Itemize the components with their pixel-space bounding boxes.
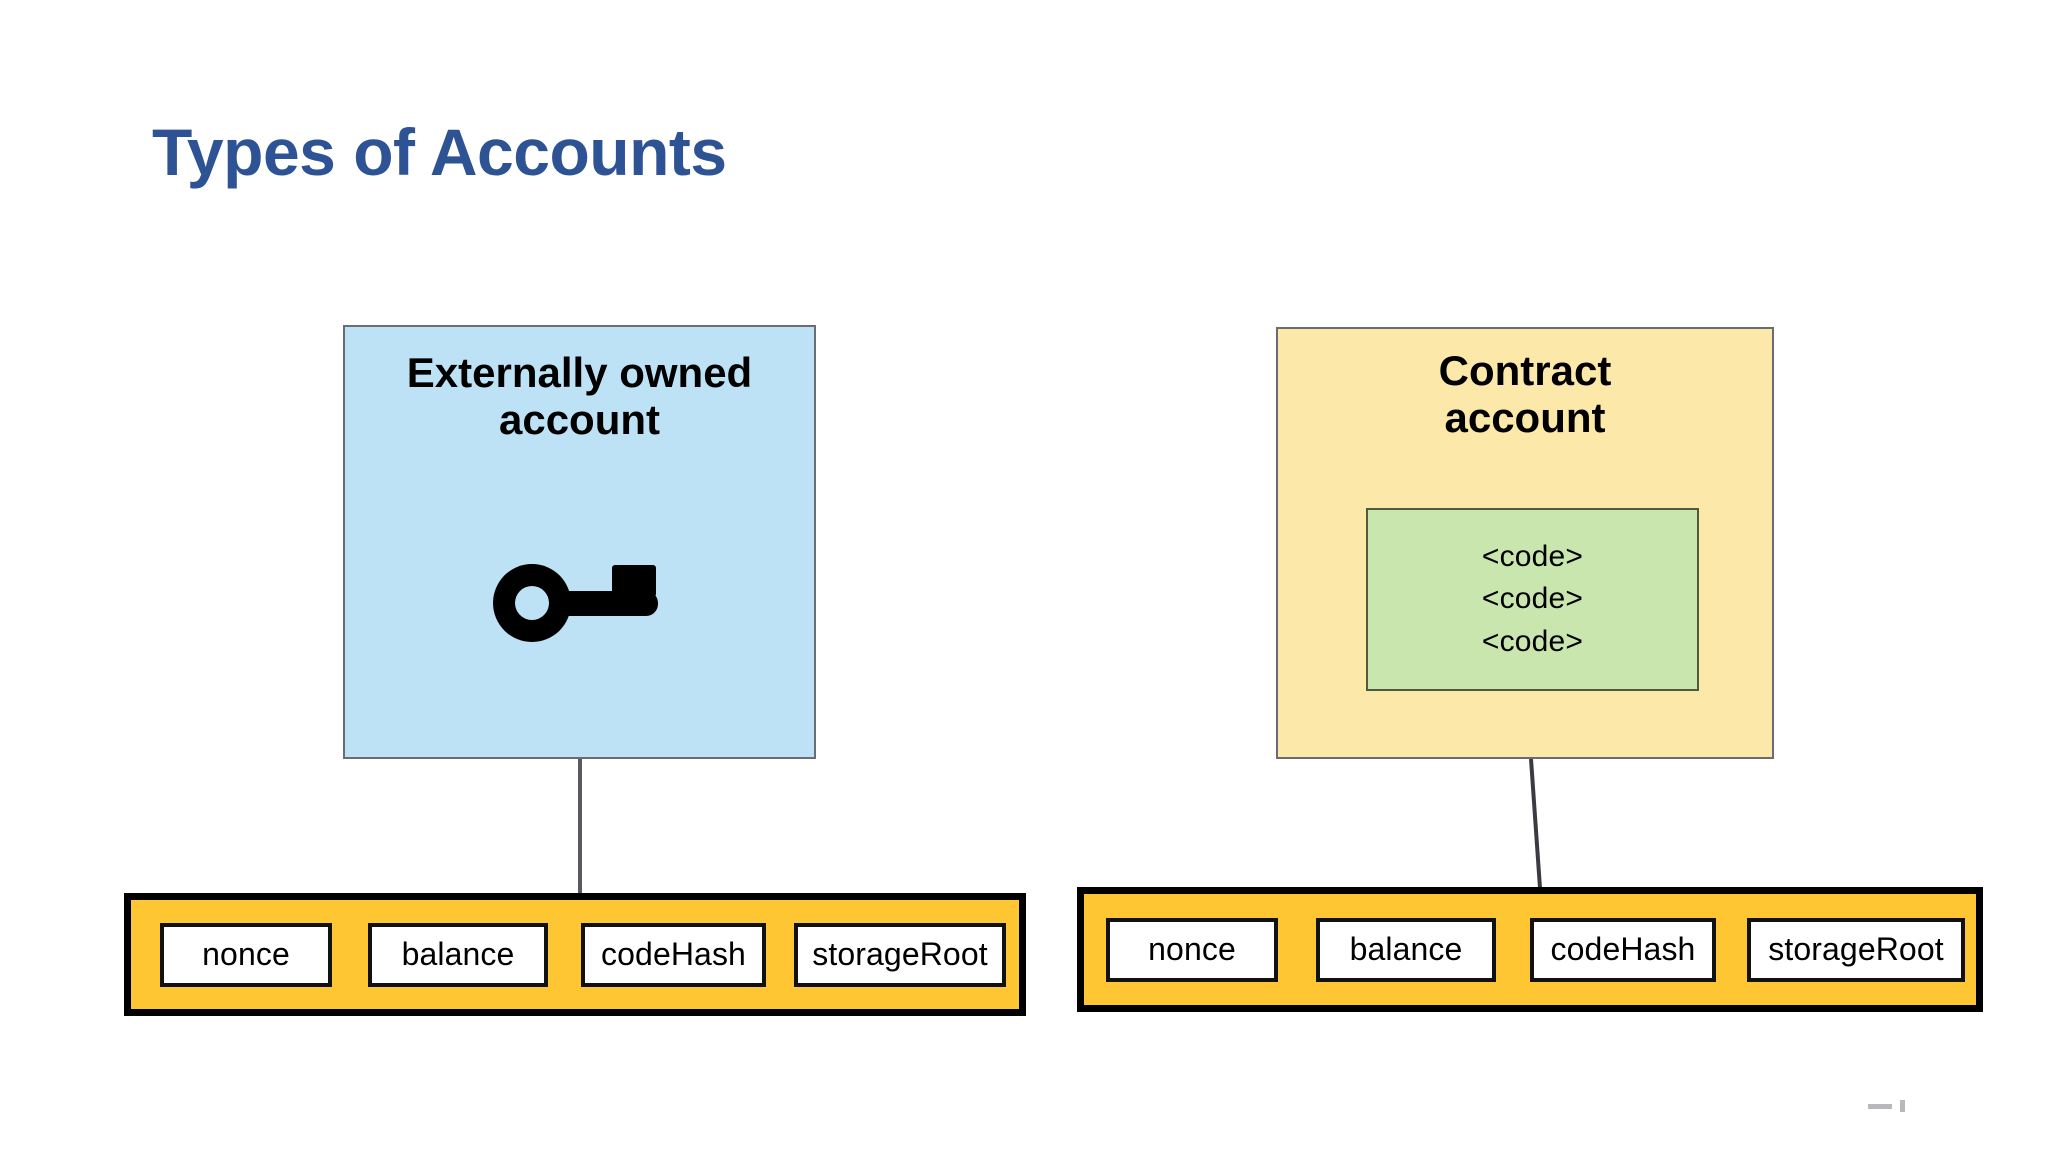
field-label: nonce bbox=[1148, 931, 1236, 967]
field-box-codehash[interactable]: codeHash bbox=[581, 922, 766, 987]
field-box-nonce[interactable]: nonce bbox=[160, 922, 332, 987]
field-label: balance bbox=[401, 936, 515, 972]
contract-account-card: Contract account <code> <code> <code> bbox=[1276, 327, 1774, 759]
eoa-card-title: Externally owned account bbox=[364, 349, 795, 443]
field-box-storageroot[interactable]: storageRoot bbox=[1747, 917, 1965, 982]
field-box-balance[interactable]: balance bbox=[368, 922, 548, 987]
field-label: storageRoot bbox=[1768, 931, 1944, 967]
key-icon-container bbox=[345, 559, 814, 647]
field-label: codeHash bbox=[1550, 931, 1696, 967]
field-label: balance bbox=[1349, 931, 1463, 967]
page-title: Types of Accounts bbox=[152, 115, 727, 189]
page-artifact-mark bbox=[1868, 1104, 1892, 1109]
eoa-card-title-line2: account bbox=[498, 396, 661, 444]
key-icon bbox=[492, 564, 658, 642]
contract-card-title-line1: Contract bbox=[1438, 347, 1612, 394]
code-line: <code> bbox=[1481, 624, 1584, 658]
contract-connector-line bbox=[1529, 758, 1542, 889]
field-box-codehash[interactable]: codeHash bbox=[1530, 917, 1716, 982]
contract-card-title-line2: account bbox=[1444, 394, 1606, 442]
field-label: nonce bbox=[202, 936, 290, 972]
contract-code-box: <code> <code> <code> bbox=[1366, 508, 1699, 691]
field-box-balance[interactable]: balance bbox=[1316, 917, 1496, 982]
page-artifact-mark bbox=[1900, 1100, 1905, 1112]
field-label: codeHash bbox=[601, 936, 746, 972]
field-label: storageRoot bbox=[812, 936, 988, 972]
contract-card-title: Contract account bbox=[1298, 347, 1752, 441]
eoa-field-bar: nonce balance codeHash storageRoot bbox=[124, 893, 1026, 1016]
contract-field-bar: nonce balance codeHash storageRoot bbox=[1077, 887, 1983, 1012]
code-line: <code> bbox=[1481, 582, 1584, 616]
externally-owned-account-card: Externally owned account bbox=[343, 325, 816, 759]
field-box-storageroot[interactable]: storageRoot bbox=[794, 922, 1006, 987]
field-box-nonce[interactable]: nonce bbox=[1106, 917, 1278, 982]
code-line: <code> bbox=[1481, 539, 1584, 573]
eoa-card-title-line1: Externally owned bbox=[406, 349, 753, 396]
